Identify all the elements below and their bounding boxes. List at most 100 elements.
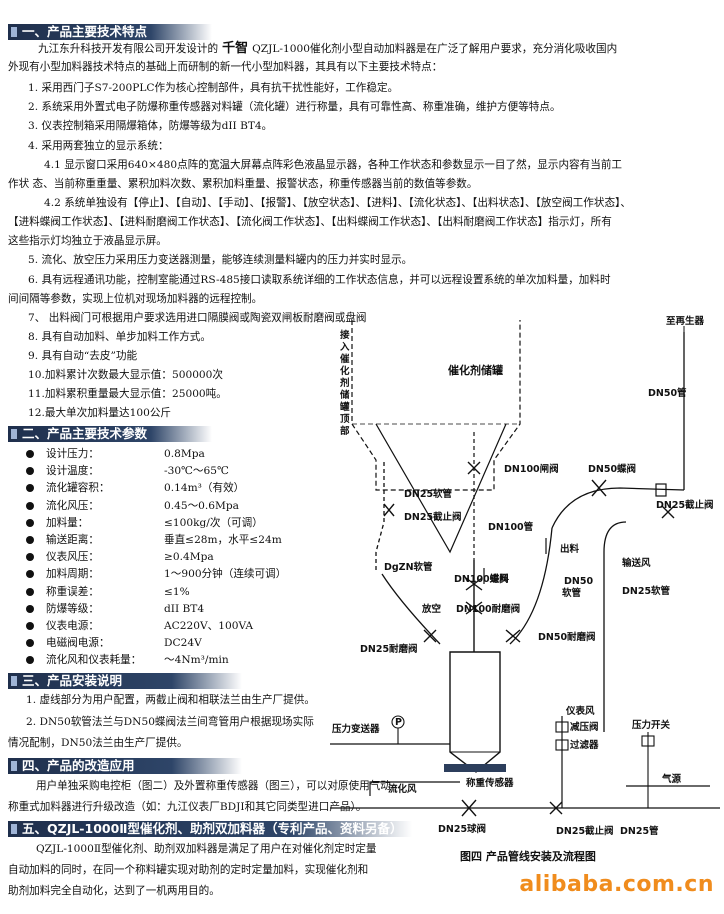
feature-2: 2. 系统采用外置式电子防爆称重传感器对料罐（流化罐）进行称量，具有可靠性高、称… — [28, 101, 561, 113]
feature-6b: 间间隔等参数，实现上位机对现场加料器的远程控制。 — [8, 293, 263, 305]
label-pressure-transmitter: 压力变送器 — [332, 723, 380, 735]
intro-line-2: 外现有小型加料器技术特点的基础上而研制的新一代小型加料器，其具有以下主要技术特点… — [8, 61, 443, 73]
label-dn50-hose-b: 软管 — [562, 587, 582, 599]
param-value: ≤100kg/次（可调） — [164, 516, 263, 529]
param-value: 垂直≤28m，水平≤24m — [164, 534, 282, 546]
feature-1: 1. 采用西门子S7-200PLC作为核心控制部件，具有抗干扰性能好，工作稳定。 — [28, 82, 399, 94]
param-value: -30℃～65℃ — [164, 465, 229, 478]
reducer-valve-icon — [555, 721, 569, 733]
retrofit-2: 称重式加料器进行升级改造（如：九江仪表厂BDJI和其它同类型进口产品）。 — [8, 801, 367, 813]
param-value: dII BT4 — [164, 602, 205, 615]
param-label: 防爆等级： — [46, 602, 99, 615]
param-label: 流化风压： — [46, 499, 99, 512]
diagram-caption: 图四 产品管线安装及流程图 — [460, 849, 596, 863]
label-to-regenerator: 至再生器 — [666, 315, 705, 327]
feature-8: 8. 具有自动加料、单步加料工作方式。 — [28, 331, 211, 343]
bullet-icon — [26, 622, 34, 630]
dgzn-hose — [381, 573, 441, 645]
param-row: 电磁阀电源：DC24V — [26, 635, 202, 651]
feature-10: 10.加料累计次数最大显示值：500000次 — [28, 369, 224, 381]
dn100-wear-valve-icon — [465, 601, 483, 615]
dual-3: 助剂加料完全自动化，达到了一机两用目的。 — [8, 885, 220, 897]
bullet-icon — [26, 450, 34, 458]
param-label: 流化罐容积： — [46, 482, 110, 495]
feature-3: 3. 仪表控制箱采用隔爆箱体，防爆等级为dII BT4。 — [28, 120, 273, 132]
param-label: 电磁阀电源： — [46, 637, 110, 650]
pipeline-flow-diagram: 接入催化剂储罐顶部 催化剂储罐 DN25软管 DN25截止阀 DN100闸阀 D… — [330, 315, 720, 863]
label-dn25-stop-left: DN25截止阀 — [404, 511, 462, 523]
label-load-cell: 称重传感器 — [466, 777, 514, 789]
convey-air-line — [603, 521, 627, 732]
bullet-icon — [26, 536, 34, 544]
label-dn100-butterfly: DN100蝶阀 — [454, 573, 509, 585]
feature-4-2b: 【进料蝶阀工作状态】、【进料耐磨阀工作状态】、【流化阀工作状态】、【出料蝶阀工作… — [8, 216, 612, 228]
label-convey-air: 输送风 — [622, 557, 651, 569]
label-fluidizing-air: 流化风 — [388, 783, 417, 795]
param-row: 输送距离：垂直≤28m，水平≤24m — [26, 532, 282, 548]
bullet-icon — [26, 570, 34, 579]
param-row: 加料周期：1～900分钟（连续可调） — [26, 566, 286, 582]
dn25-stop-valve-right-icon — [661, 505, 675, 519]
param-value: AC220V、100VA — [164, 620, 254, 632]
dn25-ball-valve-icon — [461, 799, 477, 817]
label-dn25-hose: DN25软管 — [404, 488, 453, 500]
param-label: 设计压力： — [46, 448, 99, 460]
param-label: 流化风和仪表耗量： — [46, 654, 142, 667]
bullet-icon — [26, 484, 34, 493]
param-label: 加料周期： — [46, 568, 99, 581]
retrofit-1: 用户单独采购电控柜（图二）及外置称重传感器（图三），可以对原使用气动 — [36, 780, 391, 792]
dn50-horizontal-pipe — [551, 487, 685, 529]
label-dn50-hose-a: DN50 — [564, 576, 593, 587]
label-filter: 过滤器 — [570, 739, 599, 751]
param-value: ≥0.4Mpa — [164, 551, 214, 564]
label-discharge: 出料 — [560, 543, 580, 555]
label-dn50-wear: DN50耐磨阀 — [538, 631, 596, 643]
label-dn100-gate: DN100闸阀 — [504, 463, 559, 475]
bullet-icon — [26, 518, 34, 527]
param-row: 仪表风压： ≥0.4Mpa — [26, 549, 214, 565]
param-label: 仪表风压： — [46, 551, 99, 564]
param-row: 加料量： ≤100kg/次（可调） — [26, 515, 263, 531]
label-vent: 放空 — [421, 603, 442, 615]
label-dn25-ball: DN25球阀 — [438, 823, 486, 835]
feature-4-1a: 4.1 显示窗口采用640×480点阵的宽温大屏幕点阵彩色液晶显示器，各种工作状… — [44, 159, 623, 171]
storage-tank-outline — [351, 320, 521, 491]
dn25-stop-valve-left-icon — [383, 503, 395, 517]
flange-icon — [655, 483, 667, 497]
filter-icon — [555, 739, 569, 751]
param-label: 加料量： — [46, 516, 89, 529]
install-2b: 情况配制，DN50法兰由生产厂提供。 — [8, 737, 188, 749]
label-gas-source: 气源 — [661, 773, 682, 785]
bullet-icon — [26, 604, 34, 613]
dn25-stop-valve-bottom-icon — [549, 801, 563, 815]
bullet-icon — [26, 587, 34, 596]
dn50-butterfly-valve-icon — [591, 479, 607, 497]
section-header-retrofit: 四、产品的改造应用 — [8, 758, 242, 774]
feature-4: 4. 采用两套独立的显示系统： — [28, 140, 169, 152]
label-dn25-stop-right: DN25截止阀 — [656, 499, 714, 511]
label-dn100-wear: DN100耐磨阀 — [456, 603, 520, 615]
vertical-label-tank-top: 接入催化剂储罐顶部 — [339, 329, 350, 437]
watermark: alibaba.com.cn — [519, 872, 714, 897]
param-label: 设计温度： — [46, 465, 99, 478]
param-label: 仪表电源： — [46, 620, 99, 632]
param-row: 称重误差：≤1% — [26, 584, 190, 600]
dual-1: QZJL-1000Ⅱ型催化剂、助剂双加料器是满足了用户在对催化剂定时定量 — [36, 843, 377, 855]
feature-4-1b: 作状 态、当前称重重量、累积加料次数、累积加料重量、报警状态，称重传感器当前的数… — [8, 178, 478, 190]
dn100-butterfly-valve-icon — [465, 577, 483, 591]
label-dn25-stop-bottom: DN25截止阀 — [556, 825, 614, 837]
label-dn50-butterfly: DN50蝶阀 — [588, 463, 636, 475]
param-value: ≤1% — [164, 585, 190, 598]
label-reducer-valve: 减压阀 — [570, 721, 599, 733]
label-dn25-wear: DN25耐磨阀 — [360, 643, 418, 655]
bullet-icon — [26, 467, 34, 476]
param-value: 0.45～0.6Mpa — [164, 499, 239, 512]
feature-4-2a: 4.2 系统单独设有【停止】、【自动】、【手动】、【报警】、【放空状态】、【进料… — [44, 197, 631, 209]
feature-7: 7、 出料阀门可根据用户要求选用进口隔膜阀或陶瓷双闸板耐磨阀或盘阀 — [28, 312, 367, 324]
param-row: 仪表电源： AC220V、100VA — [26, 618, 253, 634]
dual-2: 自动加料的同时，在同一个称料罐实现对助剂的定时定量加料，实现催化剂和 — [8, 864, 369, 876]
param-row: 防爆等级： dII BT4 — [26, 601, 204, 617]
dn25-wear-valve-icon — [423, 629, 437, 643]
feature-12: 12.最大单次加料量达100公斤 — [28, 407, 172, 419]
